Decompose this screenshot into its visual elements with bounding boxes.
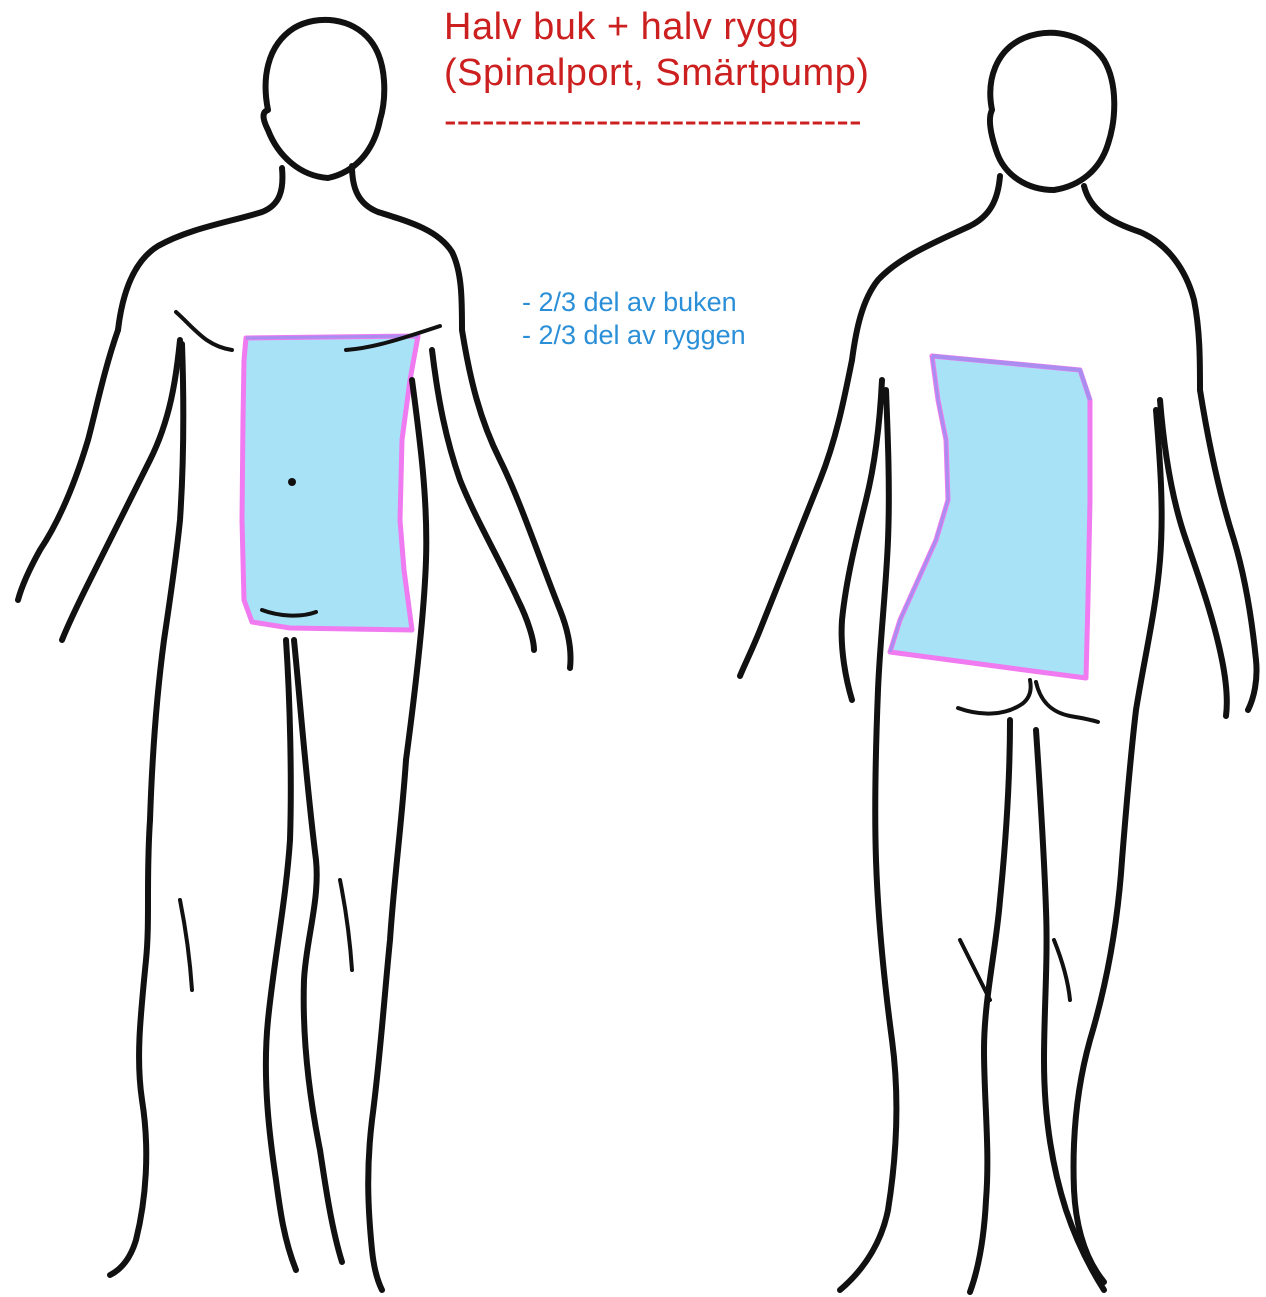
back-left-knee (960, 940, 990, 1000)
back-buttocks-left (958, 680, 1031, 714)
front-left-knee (180, 900, 192, 990)
back-right-knee (1054, 940, 1070, 1000)
front-right-knee (340, 880, 352, 970)
front-right-leg-inner (294, 640, 342, 1262)
back-left-leg-inner (970, 720, 1010, 1292)
back-left-leg-outer (840, 860, 896, 1290)
front-head-outline (264, 20, 385, 178)
front-body-figure (18, 20, 571, 1290)
back-right-leg-outer (1074, 860, 1122, 1282)
front-left-leg-inner (266, 640, 296, 1270)
front-right-leg-outer (368, 760, 406, 1290)
back-neck-right (1084, 186, 1200, 390)
front-right-arm (462, 330, 571, 668)
back-neck-left (852, 176, 1000, 360)
front-left-arm-inner (62, 340, 180, 640)
back-right-arm (1200, 390, 1257, 710)
front-left-leg-outer (110, 820, 150, 1275)
back-right-leg-inner (1036, 730, 1104, 1290)
back-area (890, 356, 1090, 678)
back-left-arm (740, 360, 852, 676)
back-torso-left (875, 390, 889, 860)
back-head-outline (990, 33, 1114, 190)
front-neck-right (352, 166, 462, 330)
back-right-arm-inner (1160, 400, 1227, 716)
back-buttocks-right (1036, 682, 1098, 722)
back-torso-right (1122, 410, 1162, 860)
front-neck-left (118, 168, 282, 330)
front-torso-right (406, 380, 426, 760)
back-body-figure (740, 33, 1257, 1292)
back-left-arm-inner (842, 380, 882, 700)
front-navel (288, 478, 296, 486)
front-abdomen-area (242, 336, 418, 630)
